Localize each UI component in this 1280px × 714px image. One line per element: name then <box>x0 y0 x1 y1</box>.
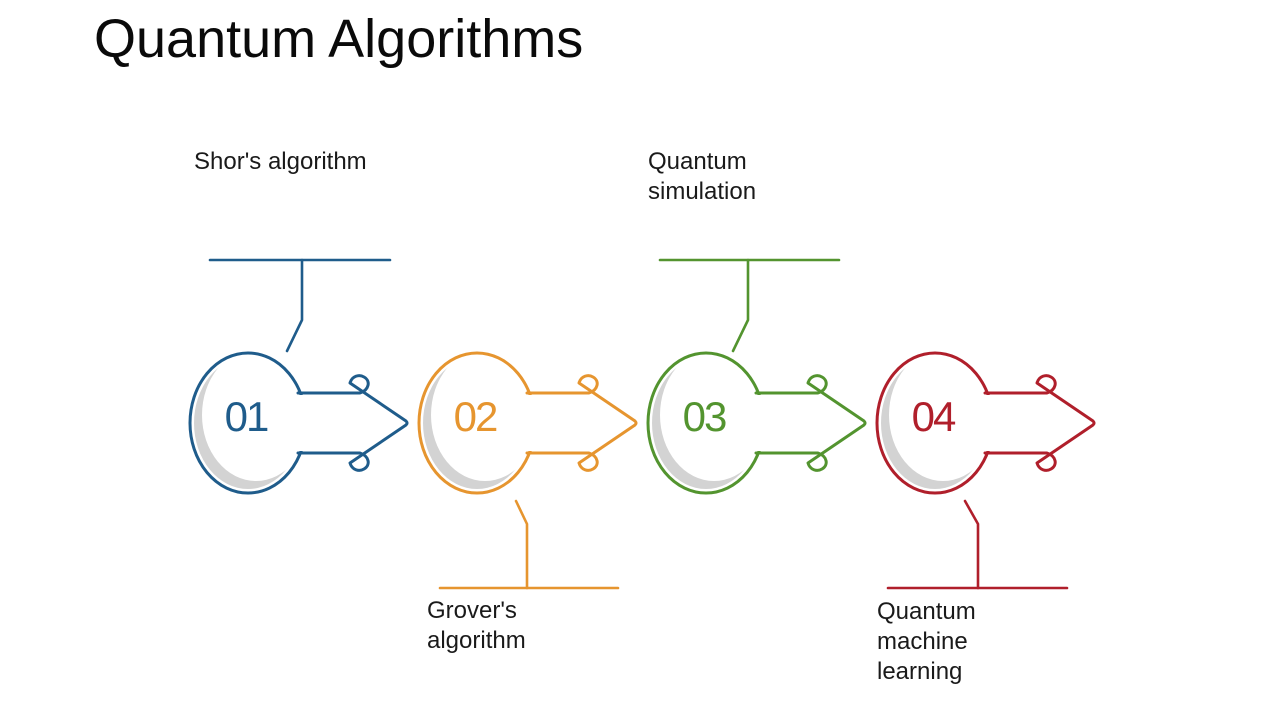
step-arrow-icon <box>525 374 638 472</box>
step-number: 02 <box>454 393 497 440</box>
step-label-2: Grover's algorithm <box>427 597 526 654</box>
connector-stem-line <box>731 258 750 353</box>
step-arrow-icon <box>983 374 1096 472</box>
connector-stem-line <box>963 499 980 590</box>
circle-arrow-junction <box>497 395 596 451</box>
connector-step-4 <box>886 499 1069 590</box>
slide-title: Quantum Algorithms <box>94 9 584 69</box>
step-1-shape: 01 <box>188 351 409 495</box>
step-number: 04 <box>912 393 956 440</box>
circle-arrow-junction <box>955 395 1054 451</box>
connector-stem-line <box>285 258 304 353</box>
step-3-shape: 03 <box>646 351 867 495</box>
step-number: 03 <box>683 393 726 440</box>
step-label-4: Quantum machine learning <box>877 598 976 685</box>
circle-shadow-crescent <box>423 356 532 489</box>
step-arrow-icon <box>754 374 867 472</box>
step-arrow-icon <box>296 374 409 472</box>
step-number: 01 <box>225 393 268 440</box>
step-4-shape: 04 <box>875 351 1096 495</box>
circle-arrow-junction <box>268 395 367 451</box>
circle-arrow-junction <box>726 395 825 451</box>
connector-step-1 <box>208 258 392 353</box>
step-2-shape: 02 <box>417 351 638 495</box>
step-label-1: Shor's algorithm <box>194 148 367 175</box>
step-label-3: Quantum simulation <box>648 148 757 205</box>
connector-step-3 <box>658 258 841 353</box>
connector-stem-line <box>514 499 529 590</box>
connector-step-2 <box>438 499 620 590</box>
